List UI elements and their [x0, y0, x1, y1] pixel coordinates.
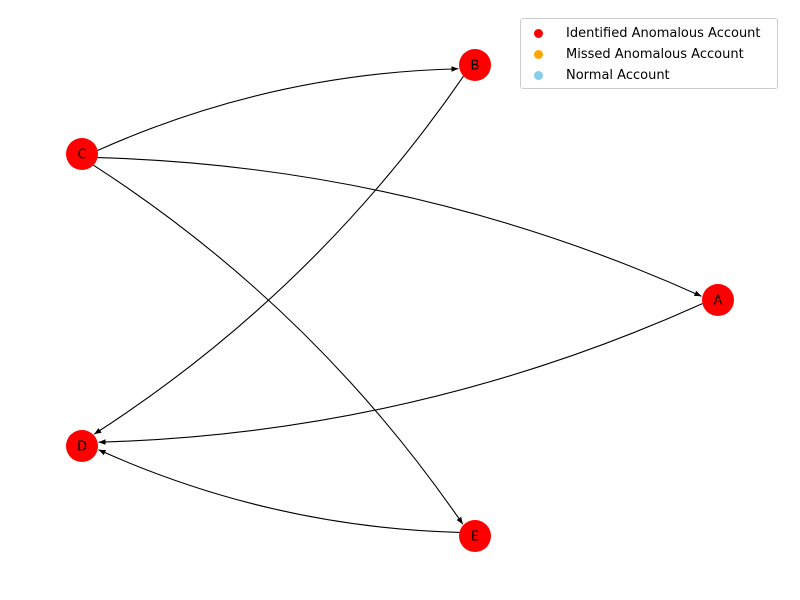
legend-label-missed: Missed Anomalous Account — [566, 47, 744, 62]
legend-marker-identified — [534, 29, 543, 38]
edge-C-to-A — [97, 157, 702, 297]
edge-B-to-D — [93, 75, 464, 435]
node-circle-E — [459, 520, 491, 552]
node-A: A — [702, 284, 734, 316]
legend-marker-normal — [534, 71, 543, 80]
edges-layer — [93, 66, 703, 533]
legend-item-normal: Normal Account — [521, 65, 777, 86]
node-C: C — [66, 138, 98, 170]
edge-A-to-D — [98, 303, 703, 445]
node-circle-D — [66, 430, 98, 462]
node-label-E: E — [471, 530, 479, 545]
edge-C-to-E — [93, 164, 464, 525]
node-circle-A — [702, 284, 734, 316]
node-label-C: C — [77, 148, 86, 163]
node-circle-C — [66, 138, 98, 170]
legend-marker-missed — [534, 50, 543, 59]
legend-item-missed: Missed Anomalous Account — [521, 44, 777, 65]
nodes-layer: A B C D E — [66, 49, 734, 552]
legend-item-identified: Identified Anomalous Account — [521, 23, 777, 44]
legend-label-normal: Normal Account — [566, 68, 670, 83]
node-B: B — [459, 49, 491, 81]
node-D: D — [66, 430, 98, 462]
node-E: E — [459, 520, 491, 552]
node-label-A: A — [714, 294, 723, 309]
node-label-B: B — [471, 59, 480, 74]
legend: Identified Anomalous Account Missed Anom… — [520, 18, 778, 89]
legend-label-identified: Identified Anomalous Account — [566, 26, 761, 41]
node-label-D: D — [77, 440, 87, 455]
edge-C-to-B — [97, 66, 459, 151]
node-circle-B — [459, 49, 491, 81]
edge-E-to-D — [98, 449, 460, 533]
